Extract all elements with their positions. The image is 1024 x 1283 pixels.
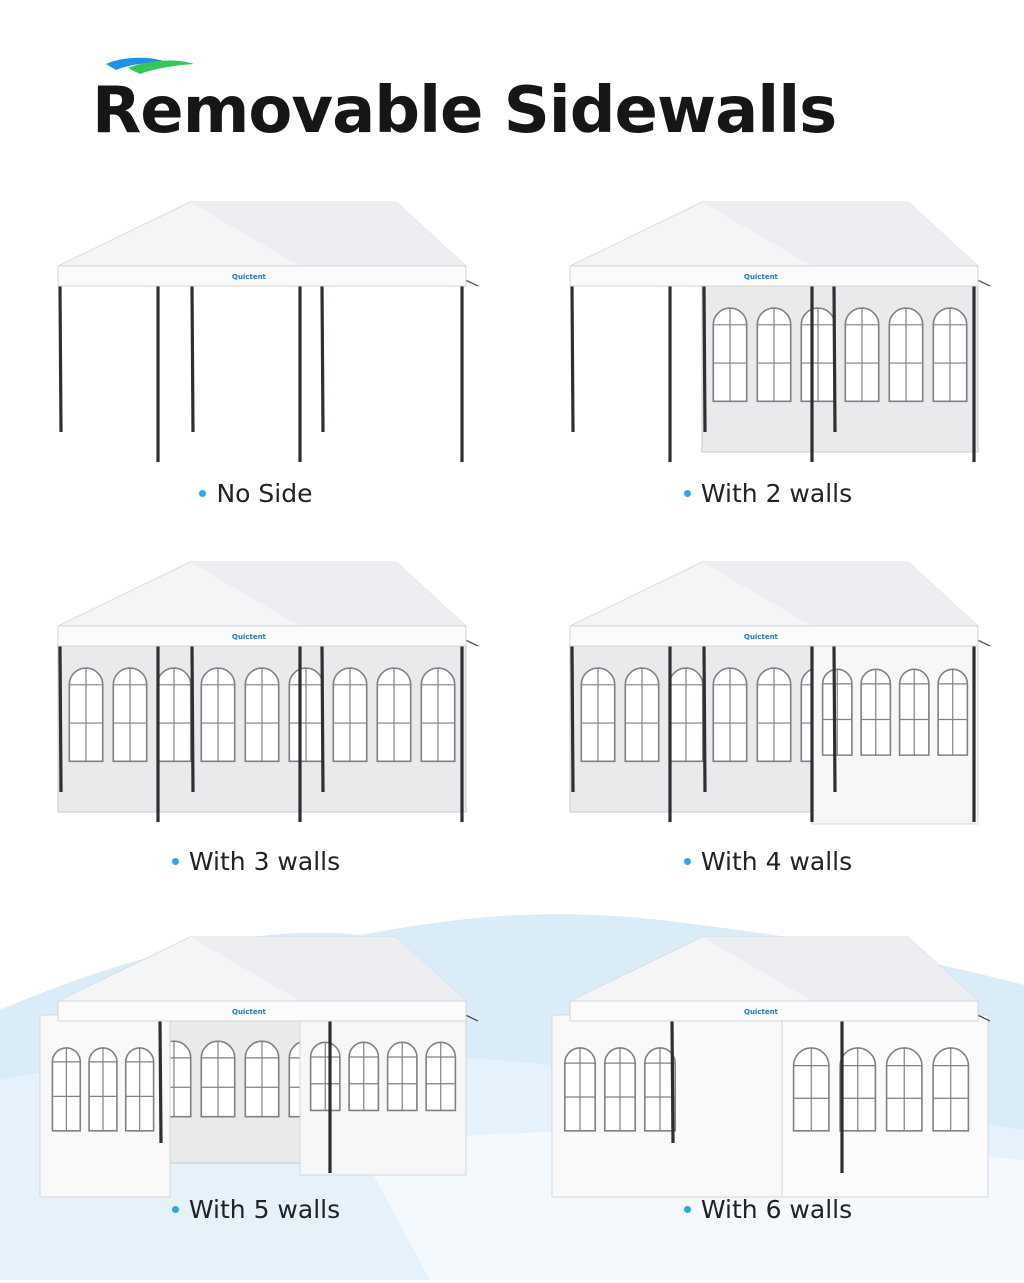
- option-caption: With 2 walls: [512, 479, 1024, 508]
- end-wall-icon: [811, 641, 979, 825]
- option-tile: Quictent: [512, 915, 1024, 1283]
- option-label: With 3 walls: [188, 847, 341, 876]
- frame-legs-icon: [570, 645, 976, 822]
- tent-image: Quictent: [39, 936, 479, 1198]
- canopy-roof-icon: Quictent: [57, 561, 468, 647]
- bullet-icon: [683, 858, 691, 865]
- tent-image: Quictent: [569, 201, 991, 462]
- canopy-roof-icon: Quictent: [569, 561, 980, 647]
- tent-image: Quictent: [569, 561, 991, 825]
- bullet-icon: [171, 1206, 179, 1213]
- front-wall-icon: [39, 1014, 171, 1198]
- frame-legs-icon: [58, 645, 464, 822]
- option-caption: No Side: [0, 479, 512, 508]
- end-wall-icon: [299, 1016, 467, 1176]
- bullet-icon: [683, 490, 691, 497]
- option-caption: With 3 walls: [0, 847, 512, 876]
- option-label: No Side: [216, 479, 313, 508]
- option-tile: Quictent: [0, 540, 512, 908]
- option-label: With 2 walls: [700, 479, 853, 508]
- option-label: With 5 walls: [188, 1195, 341, 1224]
- canopy-roof-icon: Quictent: [569, 201, 980, 287]
- brand-label: Quictent: [232, 1008, 267, 1016]
- sidewall-panel-icon: [57, 645, 467, 813]
- option-tile: Quictent: [512, 540, 1024, 908]
- option-tile: Quictent: [0, 180, 512, 548]
- canopy-roof-icon: Quictent: [57, 201, 468, 287]
- bullet-icon: [171, 858, 179, 865]
- option-label: With 4 walls: [700, 847, 853, 876]
- option-caption: With 5 walls: [0, 1195, 512, 1224]
- bullet-icon: [199, 490, 207, 497]
- bullet-icon: [683, 1206, 691, 1213]
- brand-label: Quictent: [232, 633, 267, 641]
- page-title: Removable Sidewalls: [92, 74, 837, 148]
- option-label: With 6 walls: [700, 1195, 853, 1224]
- front-door-wall-icon: [781, 1014, 989, 1198]
- option-caption: With 4 walls: [512, 847, 1024, 876]
- brand-logo-icon: [106, 57, 194, 74]
- brand-label: Quictent: [744, 273, 779, 281]
- frame-legs-icon: [58, 285, 464, 462]
- brand-label: Quictent: [744, 633, 779, 641]
- sidewall-panel-icon: [701, 285, 979, 453]
- tent-image: Quictent: [57, 561, 479, 822]
- canopy-roof-icon: Quictent: [569, 936, 980, 1022]
- tent-image: Quictent: [57, 201, 479, 462]
- frame-legs-icon: [158, 1020, 332, 1173]
- frame-legs-icon: [570, 285, 976, 462]
- option-caption: With 6 walls: [512, 1195, 1024, 1224]
- brand-label: Quictent: [744, 1008, 779, 1016]
- option-tile: Quictent: [0, 915, 512, 1283]
- canopy-roof-icon: Quictent: [57, 936, 468, 1022]
- frame-legs-icon: [670, 1020, 844, 1173]
- tent-image: Quictent: [551, 936, 991, 1198]
- brand-label: Quictent: [232, 273, 267, 281]
- option-tile: Quictent: [512, 180, 1024, 548]
